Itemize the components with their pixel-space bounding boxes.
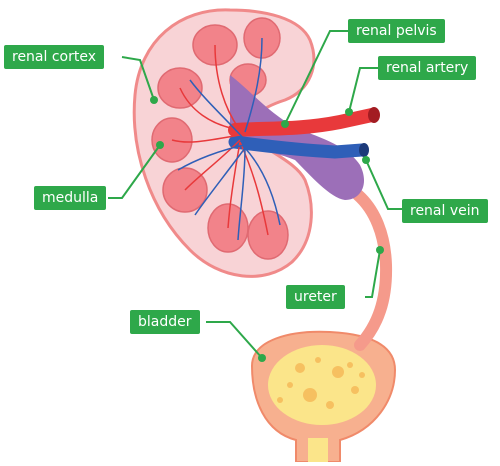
bladder-shape: [250, 330, 397, 463]
vessel-branches: [171, 37, 281, 241]
label-renal-cortex: renal cortex: [4, 45, 105, 69]
ureter-tube: [352, 189, 393, 351]
label-ureter: ureter: [286, 285, 345, 309]
renal-pelvis-shape: [230, 75, 365, 200]
label-renal-vein: renal vein: [402, 199, 488, 223]
label-bladder: bladder: [130, 310, 200, 334]
label-medulla: medulla: [34, 186, 107, 210]
medulla-pyramids: [151, 17, 289, 260]
leader-lines: [108, 30, 402, 359]
label-renal-pelvis: renal pelvis: [348, 19, 445, 43]
leader-dots: [150, 96, 384, 362]
stock-id-watermark: 531050978: [0, 0, 14, 462]
renal-vein-vessel: [228, 135, 369, 159]
label-renal-artery: renal artery: [378, 56, 477, 80]
